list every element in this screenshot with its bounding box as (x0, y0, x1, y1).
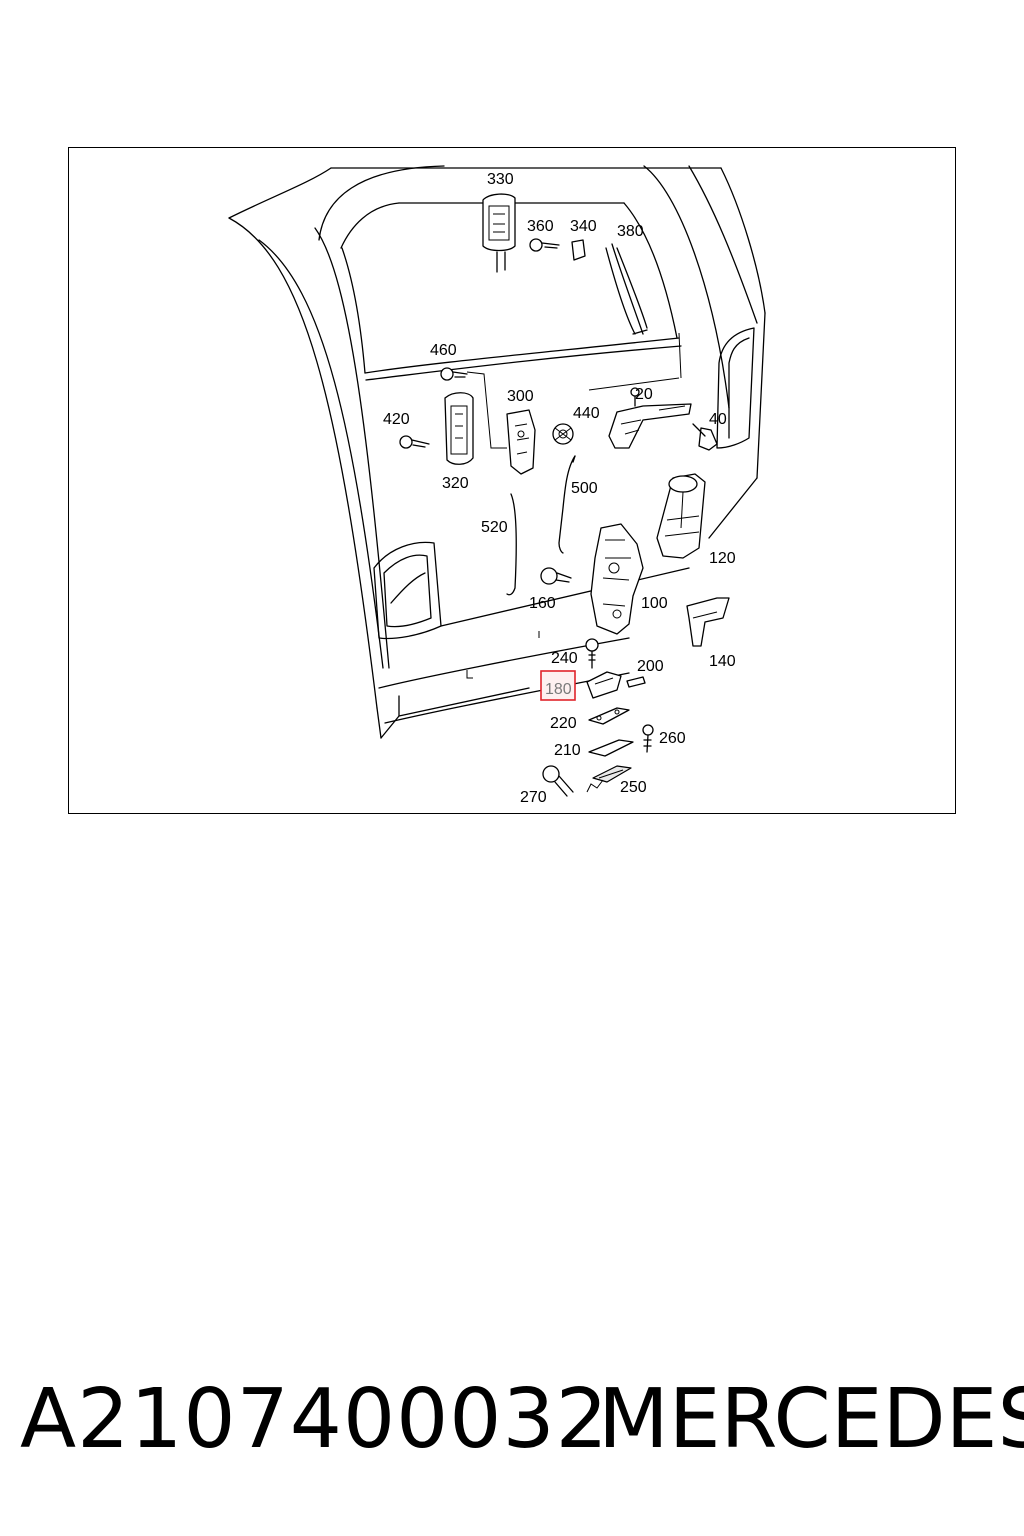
highlight-box-180 (540, 670, 576, 701)
part-100-lock (590, 523, 644, 635)
part-200-clip (626, 676, 646, 688)
part-360-screw (529, 238, 560, 252)
label-360: 360 (527, 218, 554, 235)
label-270: 270 (520, 789, 547, 806)
label-120: 120 (709, 550, 736, 567)
part-160-bolt (540, 567, 572, 585)
label-520: 520 (481, 519, 508, 536)
part-460-screw (440, 367, 507, 449)
label-100: 100 (641, 595, 668, 612)
label-40: 40 (709, 411, 727, 428)
part-440-grommet (552, 423, 574, 445)
part-number-text: A2107400032 (20, 1372, 609, 1467)
label-210: 210 (554, 742, 581, 759)
label-140: 140 (709, 653, 736, 670)
label-20: 20 (635, 386, 653, 403)
callout-labels: 330 360 340 380 460 300 440 20 420 40 32… (383, 171, 736, 806)
tailgate-panel (228, 165, 766, 739)
label-200: 200 (637, 658, 664, 675)
label-380: 380 (617, 223, 644, 240)
parts-diagram-frame: 330 360 340 380 460 300 440 20 420 40 32… (68, 147, 956, 814)
part-380-cable (605, 243, 648, 335)
label-240: 240 (551, 650, 578, 667)
part-330-handle-frame (482, 193, 516, 273)
label-420: 420 (383, 411, 410, 428)
label-330: 330 (487, 171, 514, 188)
footer-caption: A2107400032 MERCEDES (0, 1370, 1024, 1470)
part-520-rod (506, 493, 517, 596)
part-140-bracket (686, 597, 730, 647)
brand-text: MERCEDES (598, 1372, 1024, 1467)
part-340-clip (571, 239, 586, 261)
part-300-bracket (506, 409, 536, 475)
part-240-screw (585, 638, 599, 669)
part-270-bolt (542, 765, 574, 797)
label-260: 260 (659, 730, 686, 747)
label-180: 180 (545, 681, 572, 698)
label-500: 500 (571, 480, 598, 497)
part-420-screw (399, 435, 430, 449)
part-20-actuator (608, 387, 692, 449)
label-440: 440 (573, 405, 600, 422)
part-320-handle (444, 392, 474, 465)
part-180-latch (586, 671, 622, 699)
part-120-motor (656, 473, 706, 559)
label-220: 220 (550, 715, 577, 732)
part-250-striker (586, 765, 632, 793)
label-250: 250 (620, 779, 647, 796)
label-300: 300 (507, 388, 534, 405)
label-460: 460 (430, 342, 457, 359)
label-340: 340 (570, 218, 597, 235)
label-320: 320 (442, 475, 469, 492)
part-40-bolt (692, 423, 718, 451)
part-210-plate (588, 739, 634, 757)
part-260-screw (642, 724, 654, 753)
part-500-rod (558, 455, 576, 554)
label-160: 160 (529, 595, 556, 612)
tailgate-lock-exploded-diagram: 330 360 340 380 460 300 440 20 420 40 32… (228, 165, 766, 806)
part-220-plate (588, 707, 630, 725)
